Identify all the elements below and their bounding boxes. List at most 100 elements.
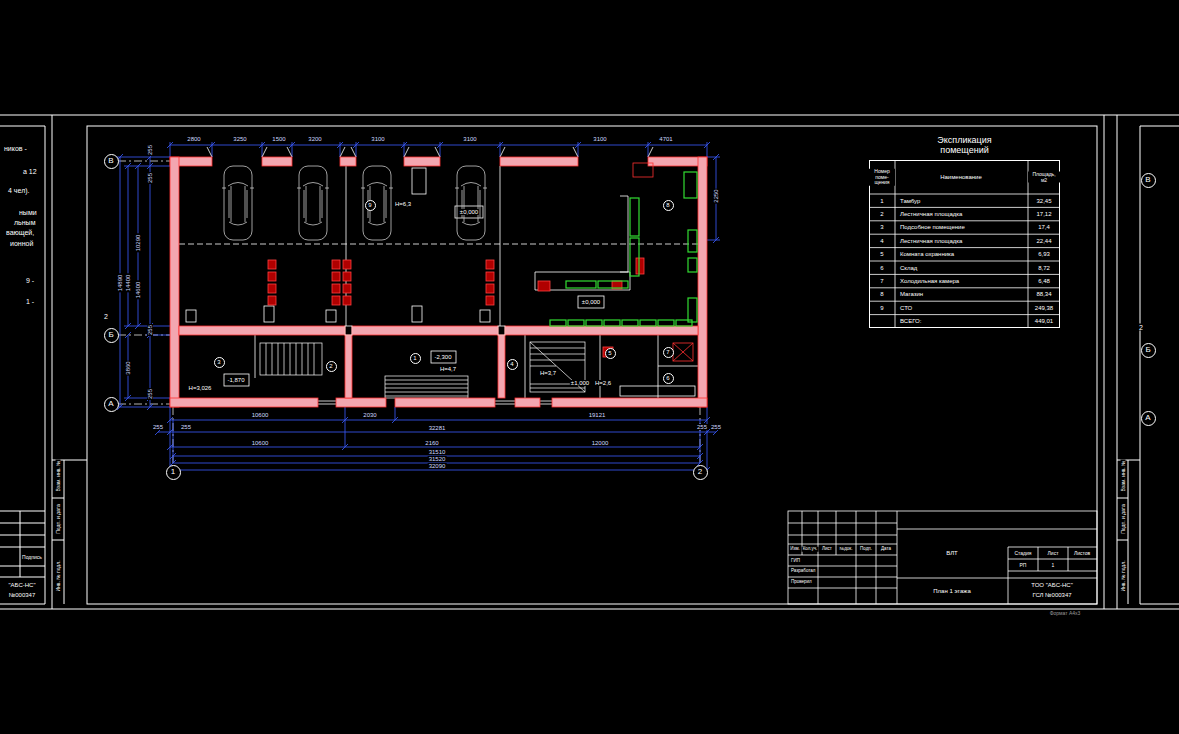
car — [361, 166, 393, 240]
axis-bubble: 1 — [166, 465, 181, 480]
equipment-symbol — [343, 284, 351, 293]
title-block-text: №док. — [838, 547, 853, 552]
dimension-line — [155, 417, 719, 473]
title-block — [788, 511, 897, 604]
axis-line — [118, 161, 700, 465]
note-fragment: Подпись — [21, 555, 43, 560]
title-block-text: Кол.уч. — [802, 547, 819, 552]
car — [222, 166, 487, 240]
section-mark: 2 — [1138, 324, 1144, 331]
dimension-text: 255 — [147, 388, 153, 400]
sheet-frame — [87, 126, 1097, 604]
dimension-text: 3250 — [232, 136, 247, 142]
dimension-text: 2030 — [362, 412, 377, 418]
title-block-text: Разработал — [790, 569, 817, 574]
table-cell: Комната охранника — [899, 251, 955, 257]
room-number: 9 — [365, 200, 376, 211]
stamp-text: Взам. инв. № — [56, 460, 61, 493]
table-cell: Номер поме-щения — [869, 169, 895, 186]
note-fragment: ными — [18, 209, 38, 216]
table-cell: Площадь, м2 — [1028, 172, 1060, 183]
note-fragment: №000347 — [8, 592, 36, 598]
wall — [170, 398, 318, 407]
interior-lines — [264, 306, 274, 322]
wall — [498, 335, 505, 398]
equipment-symbol — [332, 296, 340, 305]
table-cell: 17,12 — [1035, 211, 1052, 217]
gate-swing — [207, 147, 653, 157]
level-mark: -2,300 — [433, 354, 452, 360]
wall — [345, 335, 352, 398]
level-mark: ±0,000 — [459, 209, 479, 215]
note-fragment: "АБС-НС" — [7, 582, 36, 588]
table-cell: Тамбур — [899, 198, 921, 204]
sheet-frame — [52, 460, 1140, 604]
table-cell: 2 — [879, 211, 884, 217]
equipment-symbol — [538, 281, 550, 291]
dimension-text: 4701 — [658, 136, 673, 142]
note-fragment: вающей, — [5, 229, 35, 236]
room-number: 7 — [663, 347, 674, 358]
shop-shelving — [568, 320, 584, 326]
explication-table: Экспликация помещений — [869, 160, 1060, 328]
stamp-text: Инв. № подл. — [1121, 559, 1126, 592]
shop-shelving — [622, 320, 638, 326]
dimension-text: 255 — [152, 424, 164, 430]
axis-bubble: А — [104, 397, 119, 412]
wall — [170, 157, 707, 407]
interior-lines — [431, 351, 456, 363]
table-cell: Холодильная камера — [899, 278, 960, 284]
title-block-text: 1 — [1051, 563, 1056, 568]
title-block-text: Листов — [1073, 551, 1091, 556]
dimension-text: 2800 — [186, 136, 201, 142]
dimension-text: 10600 — [251, 440, 270, 446]
level-mark: -1,870 — [226, 377, 245, 383]
room-number: 2 — [326, 361, 337, 372]
wall — [515, 398, 540, 407]
node-text: 4 — [510, 361, 513, 367]
note-fragment: льным — [13, 219, 36, 226]
table-cell: 8,72 — [1037, 265, 1051, 271]
equipment-symbol — [343, 272, 351, 281]
table-cell: 4 — [879, 238, 884, 244]
interior-lines — [179, 166, 698, 404]
equipment-symbol — [332, 272, 340, 281]
interior-lines — [620, 386, 695, 396]
shop-shelving — [684, 172, 697, 198]
table-cell: 6,93 — [1037, 251, 1051, 257]
dimension-text: 32281 — [428, 425, 447, 431]
level-mark: H=4,7 — [439, 366, 457, 372]
node-text: 2 — [698, 468, 702, 476]
interior-lines — [412, 168, 426, 194]
wall — [179, 326, 345, 335]
equipment-symbol — [268, 258, 644, 357]
equipment-symbol — [636, 258, 644, 274]
wall — [262, 157, 292, 166]
node-text: А — [1145, 414, 1150, 422]
dimension-text: 12000 — [591, 440, 610, 446]
shop-shelving — [640, 320, 656, 326]
table-cell: 22,44 — [1035, 238, 1052, 244]
section-mark: 2 — [103, 313, 109, 320]
interior-lines — [326, 310, 336, 322]
node-text: Экспликация помещений — [920, 136, 1010, 156]
table-cell: Склад — [899, 265, 918, 271]
dimension-text: 14400 — [125, 274, 131, 293]
staircase — [385, 376, 468, 398]
dimension-line — [707, 154, 720, 243]
dimension-text: 10290 — [135, 234, 141, 253]
wall — [404, 157, 440, 166]
room-number: 1 — [410, 353, 421, 364]
column — [498, 326, 505, 335]
dimension-text: 2160 — [424, 440, 439, 446]
dimension-line — [167, 142, 710, 148]
node-text: 6 — [666, 375, 669, 381]
note-fragment: 9 - — [25, 277, 35, 284]
table-cell: 1 — [879, 198, 884, 204]
table-cell: 32,45 — [1035, 198, 1052, 204]
title-block-text: ВЛТ — [945, 550, 959, 556]
gate-swing — [207, 147, 653, 157]
equipment-symbol — [343, 260, 351, 269]
shop-shelving — [566, 281, 596, 288]
